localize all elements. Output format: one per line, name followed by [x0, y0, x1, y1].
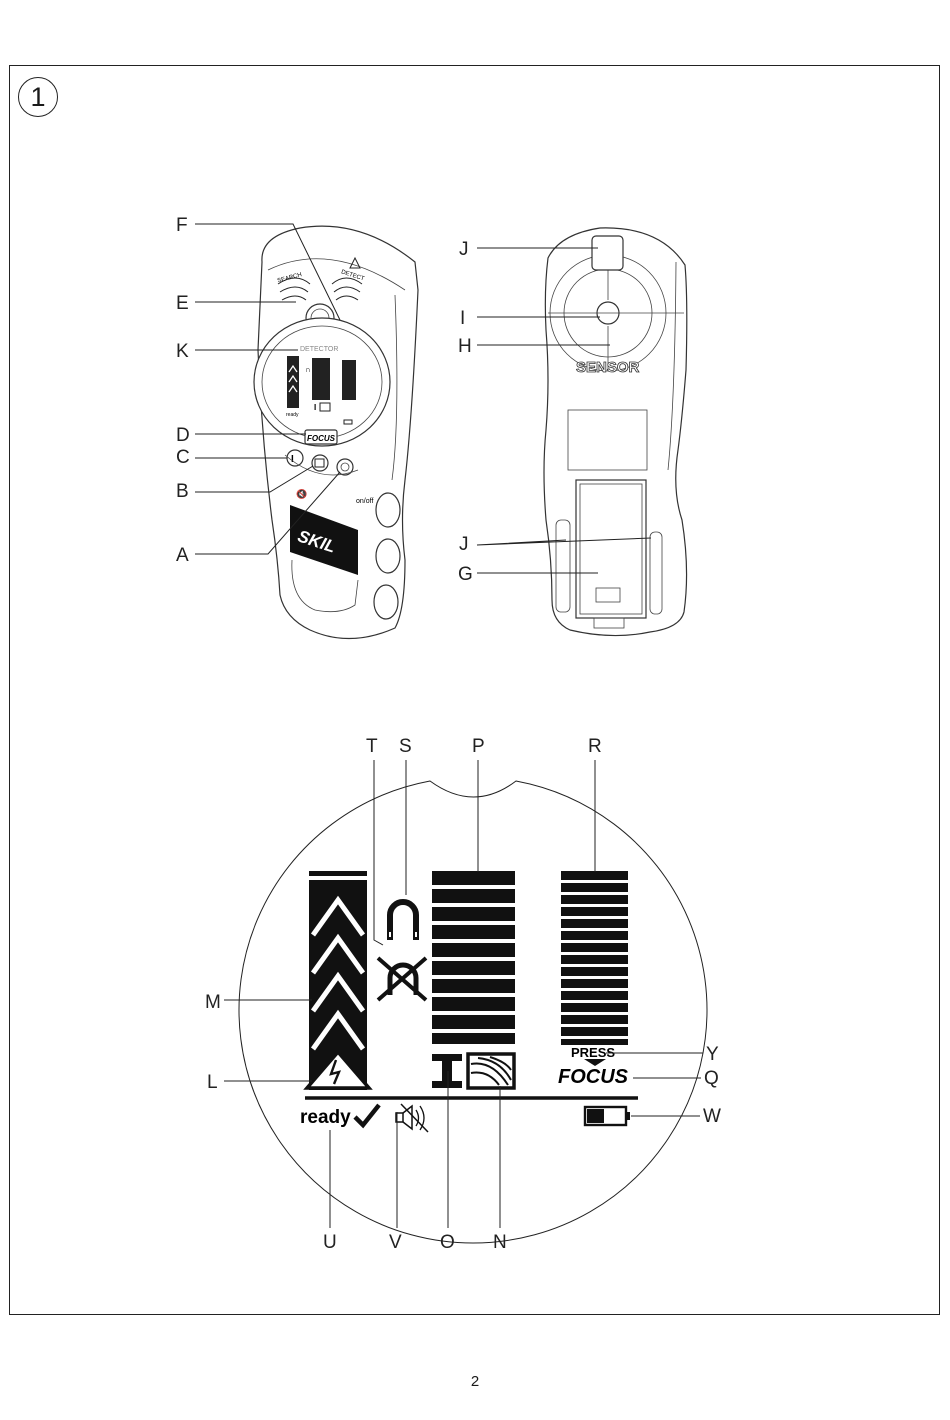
page-number: 2	[470, 1373, 480, 1390]
label-M: M	[205, 992, 221, 1013]
back-callouts: J I H J G	[458, 239, 652, 585]
label-D: D	[176, 425, 190, 446]
battery-icon	[583, 1105, 630, 1127]
label-U: U	[323, 1232, 337, 1253]
display-detail: PRESS FOCUS ready	[238, 780, 708, 1244]
strength-chevron-column	[303, 871, 373, 1090]
label-N: N	[493, 1232, 507, 1253]
front-ready-label: ready	[286, 412, 299, 418]
label-A: A	[176, 545, 189, 566]
front-button-b	[311, 454, 329, 472]
live-wire-warning-icon	[303, 1049, 373, 1090]
non-ferrous-magnet-icon	[376, 956, 428, 1002]
sound-mute-icon	[395, 1103, 429, 1133]
label-G: G	[458, 564, 473, 585]
label-E: E	[176, 293, 189, 314]
front-focus-label: FOCUS	[307, 434, 336, 443]
label-B: B	[176, 481, 189, 502]
svg-text:I: I	[291, 454, 294, 465]
detect-arcs	[331, 277, 363, 301]
front-mini-display: ∩ I ready	[286, 356, 356, 425]
front-focus-button	[304, 429, 338, 445]
ready-label: ready	[300, 1107, 351, 1128]
back-side-pad-right	[649, 531, 663, 615]
label-C: C	[176, 447, 190, 468]
label-J-top: J	[459, 239, 469, 260]
label-F: F	[176, 215, 188, 236]
label-I: I	[460, 308, 465, 329]
press-arrow-icon	[584, 1059, 606, 1066]
sensor-label: SENSOR	[576, 359, 640, 376]
on-off-label: on/off	[356, 498, 373, 505]
back-side-pad-left	[555, 519, 571, 613]
detector-label: DETECTOR	[300, 346, 338, 353]
figure-number: 1	[18, 77, 58, 117]
label-S: S	[399, 736, 412, 757]
battery-compartment	[575, 479, 647, 619]
label-H: H	[458, 336, 472, 357]
front-button-c	[286, 449, 304, 467]
back-top-pad	[591, 235, 624, 271]
detect-warning-icon	[349, 256, 361, 269]
brand-band	[290, 505, 358, 575]
label-R: R	[588, 736, 602, 757]
front-callouts: F E K D C B A	[176, 215, 341, 566]
metal-mode-icon	[432, 1054, 462, 1088]
figure-frame	[9, 65, 940, 1315]
display-callouts: T S P R M L Y Q W U V O N	[205, 736, 721, 1253]
front-grips	[291, 492, 401, 620]
label-K: K	[176, 341, 189, 362]
svg-text:🔇: 🔇	[296, 488, 307, 499]
label-J-bottom: J	[459, 534, 469, 555]
label-Q: Q	[704, 1068, 719, 1089]
signal-strength-bars	[561, 871, 628, 1045]
stud-depth-bars	[432, 871, 515, 1044]
press-label: PRESS	[571, 1045, 615, 1060]
wood-mode-icon	[466, 1052, 516, 1090]
front-view: SEARCH DETECT DETECTOR ∩ I ready FOCUS I	[253, 225, 419, 640]
label-T: T	[366, 736, 378, 757]
display-focus-label: FOCUS	[558, 1066, 629, 1088]
label-V: V	[389, 1232, 402, 1253]
search-arcs	[277, 277, 311, 301]
label-W: W	[703, 1106, 721, 1127]
magnet-icon	[387, 899, 419, 940]
back-label-area	[567, 409, 648, 471]
label-P: P	[472, 736, 485, 757]
ready-check-icon	[353, 1103, 381, 1129]
svg-text:∩: ∩	[305, 365, 311, 374]
front-button-a	[336, 458, 354, 476]
svg-text:I: I	[314, 403, 316, 412]
back-view: SENSOR	[543, 227, 688, 637]
label-Y: Y	[706, 1044, 719, 1065]
label-O: O	[440, 1232, 455, 1253]
label-L: L	[207, 1072, 218, 1093]
